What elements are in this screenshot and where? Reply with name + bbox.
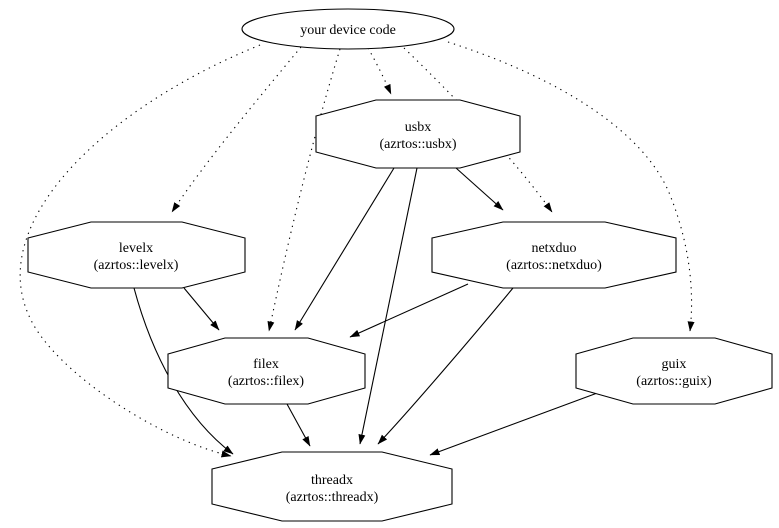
levelx-name: levelx — [119, 241, 153, 256]
levelx-shape — [27, 221, 246, 289]
filex-shape — [167, 337, 366, 405]
threadx-shape — [211, 451, 453, 522]
node-filex: filex (azrtos::filex) — [167, 337, 366, 405]
your-device-code-label: your device code — [300, 23, 396, 38]
node-your-device-code: your device code — [241, 8, 455, 50]
edge-device-filex — [267, 48, 341, 332]
threadx-pkg: (azrtos::threadx) — [286, 490, 379, 505]
usbx-name: usbx — [405, 120, 431, 135]
guix-name: guix — [662, 357, 687, 372]
threadx-name: threadx — [311, 473, 353, 488]
edge-usbx-netxduo — [455, 167, 504, 211]
usbx-shape — [315, 99, 521, 169]
edge-device-usbx — [367, 47, 392, 95]
filex-pkg: (azrtos::filex) — [228, 374, 305, 389]
node-usbx: usbx (azrtos::usbx) — [315, 99, 521, 169]
edge-levelx-filex — [183, 287, 220, 331]
netxduo-shape — [431, 221, 677, 289]
edge-netxduo-filex — [349, 283, 469, 338]
edge-device-levelx — [171, 46, 302, 213]
edge-device-threadx — [19, 44, 261, 458]
guix-pkg: (azrtos::guix) — [636, 374, 712, 389]
edge-usbx-threadx — [358, 167, 418, 445]
your-device-code-shape — [241, 8, 455, 50]
edge-filex-threadx — [286, 403, 311, 447]
node-levelx: levelx (azrtos::levelx) — [27, 221, 246, 289]
usbx-pkg: (azrtos::usbx) — [380, 137, 457, 152]
filex-name: filex — [253, 357, 279, 372]
edge-guix-threadx — [429, 391, 601, 456]
edge-usbx-filex — [294, 167, 395, 331]
guix-shape — [575, 337, 773, 405]
netxduo-pkg: (azrtos::netxduo) — [506, 258, 602, 273]
levelx-pkg: (azrtos::levelx) — [94, 258, 179, 273]
edge-netxduo-threadx — [377, 287, 514, 445]
node-netxduo: netxduo (azrtos::netxduo) — [431, 221, 677, 289]
netxduo-name: netxduo — [531, 241, 576, 256]
node-guix: guix (azrtos::guix) — [575, 337, 773, 405]
node-threadx: threadx (azrtos::threadx) — [211, 451, 453, 522]
